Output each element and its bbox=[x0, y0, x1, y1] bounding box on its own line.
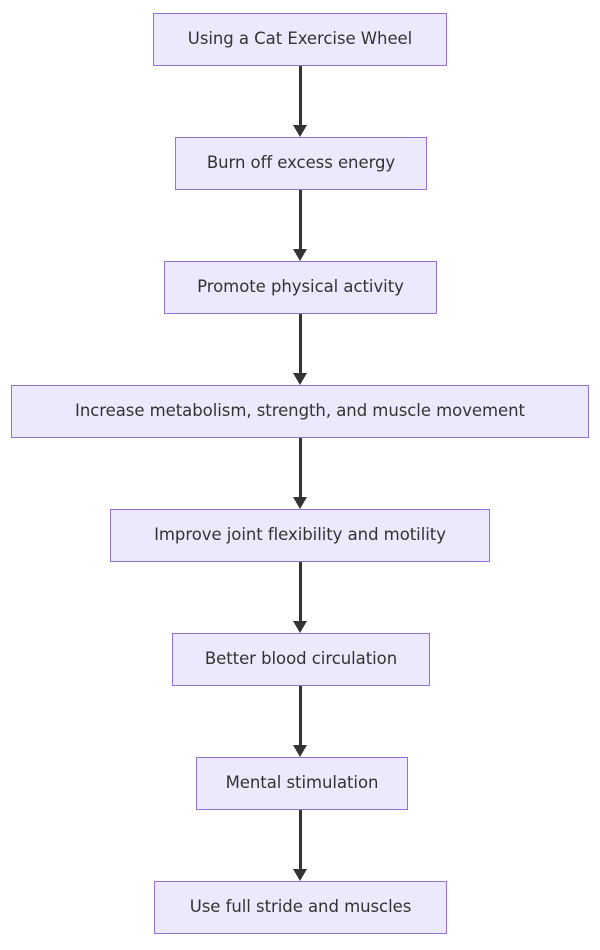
down-arrow-icon bbox=[293, 249, 307, 261]
edge-shaft bbox=[298, 438, 302, 497]
flowchart-node-using-a-cat-exercise-wheel[interactable]: Using a Cat Exercise Wheel bbox=[153, 13, 447, 66]
flowchart-node-mental-stimulation[interactable]: Mental stimulation bbox=[196, 757, 408, 810]
node-label: Increase metabolism, strength, and muscl… bbox=[75, 401, 525, 421]
edge-shaft bbox=[298, 562, 302, 621]
down-arrow-icon bbox=[293, 745, 307, 757]
node-label: Improve joint flexibility and motility bbox=[154, 525, 446, 545]
edge-shaft bbox=[298, 66, 302, 125]
edge-shaft bbox=[298, 810, 302, 869]
node-label: Promote physical activity bbox=[197, 277, 404, 297]
flowchart-node-increase-metabolism-strength-and-muscle-movement[interactable]: Increase metabolism, strength, and muscl… bbox=[11, 385, 589, 438]
down-arrow-icon bbox=[293, 869, 307, 881]
flowchart-node-burn-off-excess-energy[interactable]: Burn off excess energy bbox=[175, 137, 427, 190]
down-arrow-icon bbox=[293, 373, 307, 385]
edge-shaft bbox=[298, 314, 302, 373]
node-label: Use full stride and muscles bbox=[189, 897, 412, 917]
flowchart-node-better-blood-circulation[interactable]: Better blood circulation bbox=[172, 633, 430, 686]
flowchart-node-promote-physical-activity[interactable]: Promote physical activity bbox=[164, 261, 437, 314]
node-label: Better blood circulation bbox=[204, 649, 398, 669]
down-arrow-icon bbox=[293, 621, 307, 633]
node-label: Using a Cat Exercise Wheel bbox=[187, 29, 413, 49]
flowchart-node-improve-joint-flexibility-and-motility[interactable]: Improve joint flexibility and motility bbox=[110, 509, 490, 562]
down-arrow-icon bbox=[293, 497, 307, 509]
node-label: Mental stimulation bbox=[225, 773, 379, 793]
edge-shaft bbox=[298, 190, 302, 249]
down-arrow-icon bbox=[293, 125, 307, 137]
flowchart-node-use-full-stride-and-muscles[interactable]: Use full stride and muscles bbox=[154, 881, 447, 934]
node-label: Burn off excess energy bbox=[206, 153, 396, 173]
edge-shaft bbox=[298, 686, 302, 745]
